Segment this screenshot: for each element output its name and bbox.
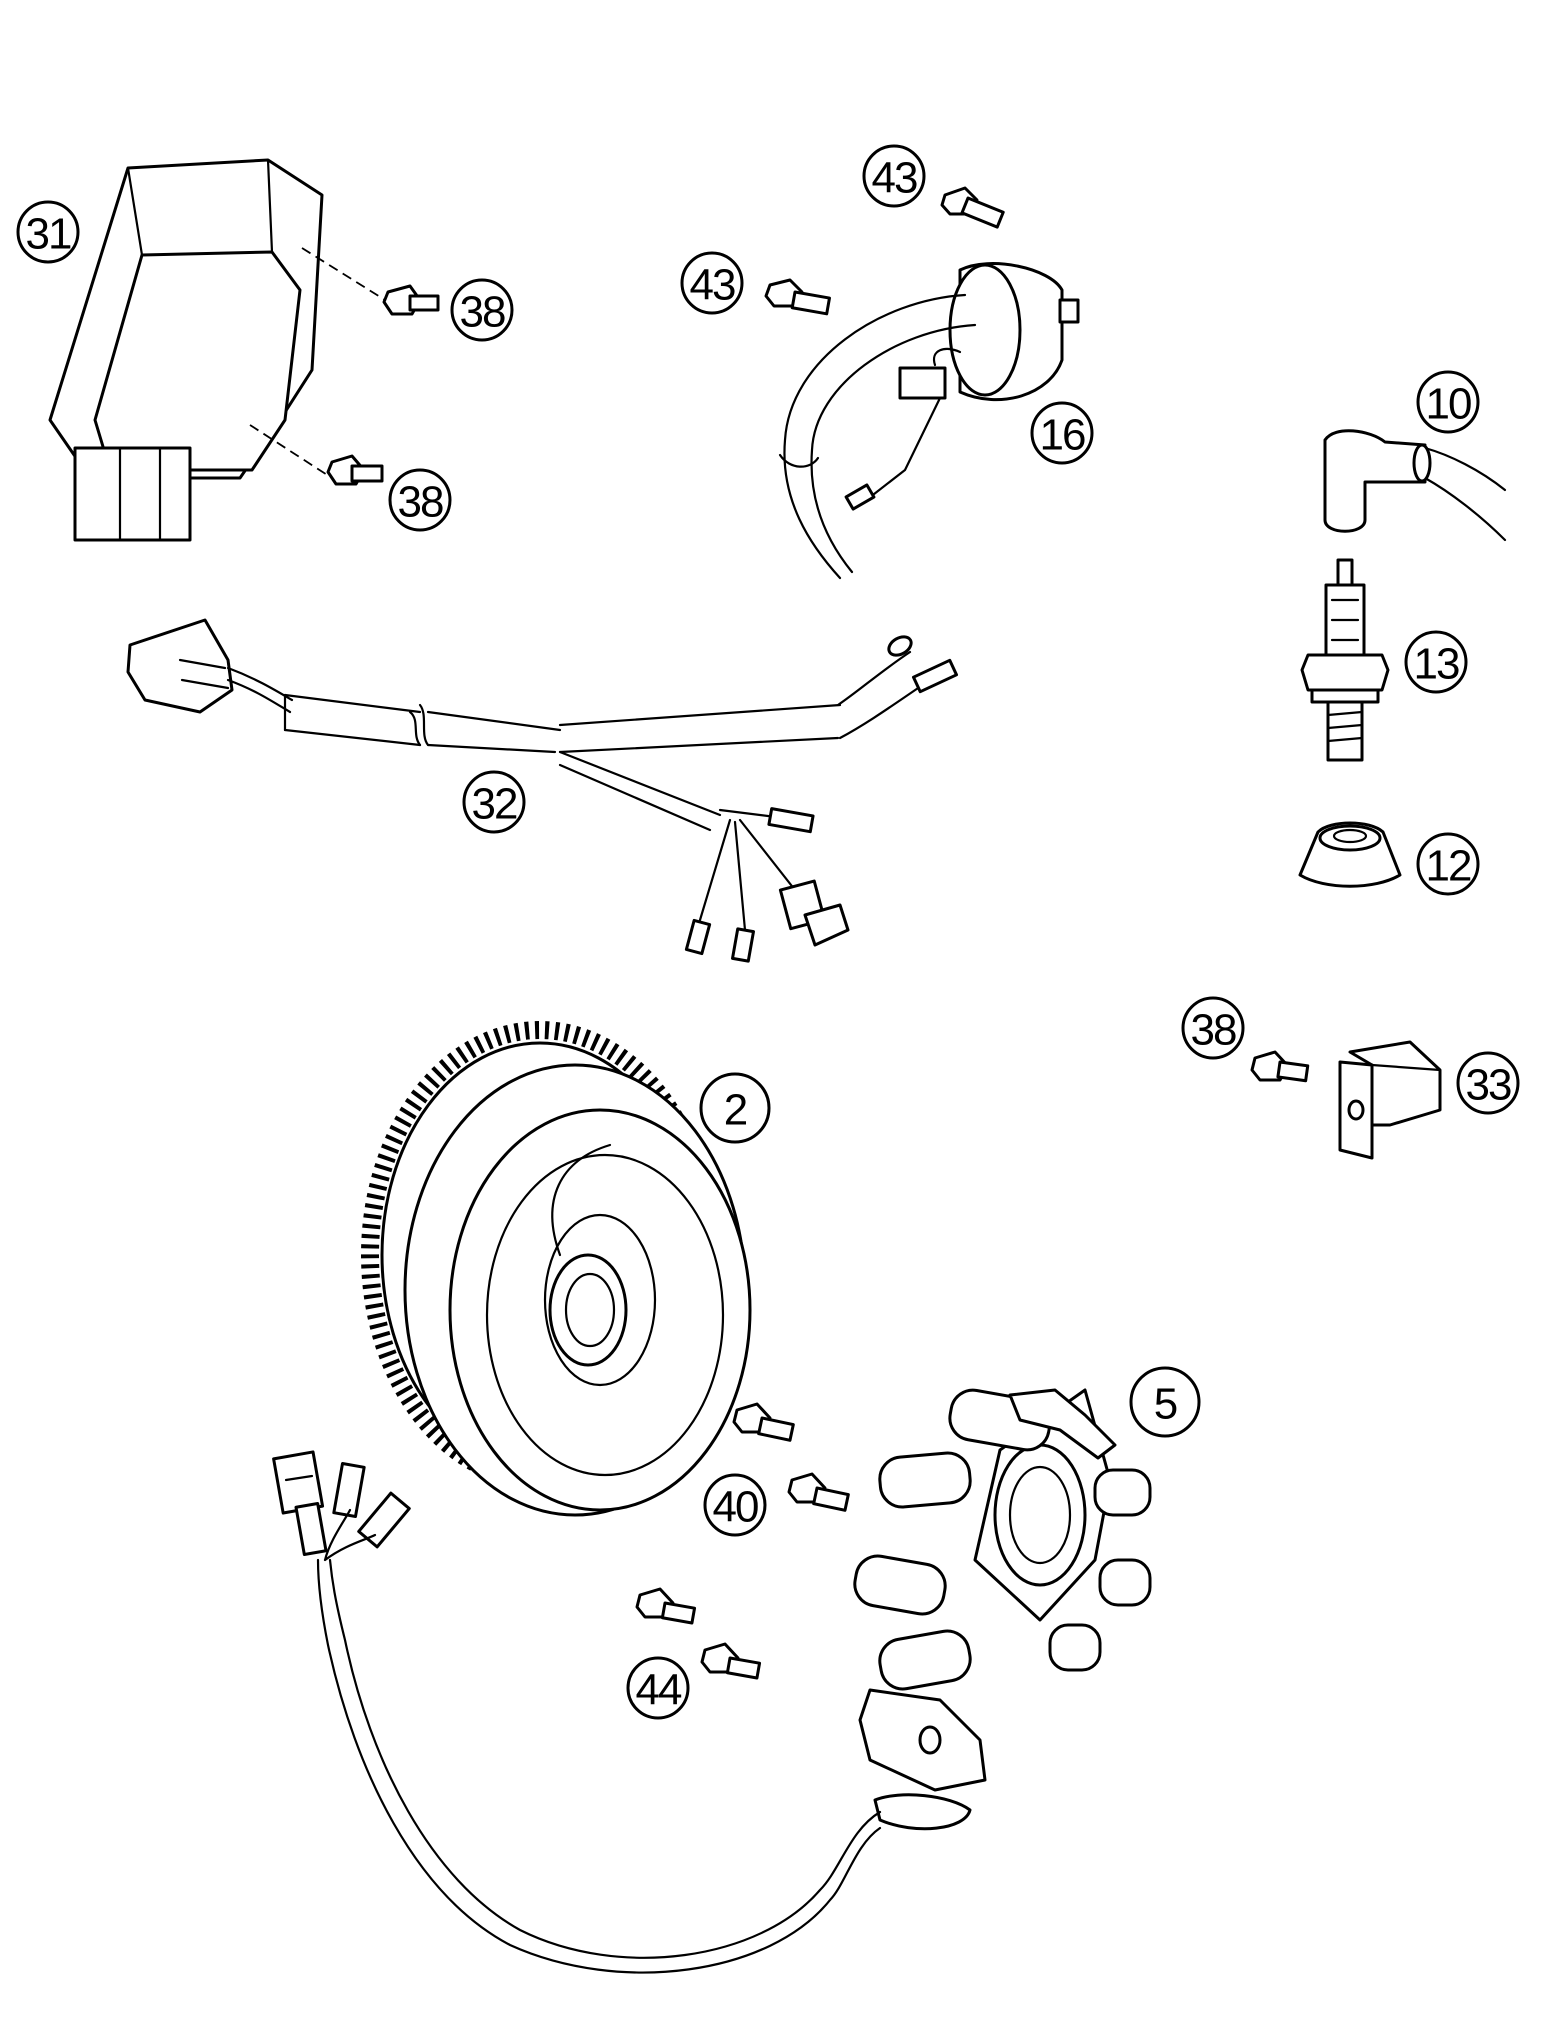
svg-text:5: 5: [1154, 1380, 1177, 1429]
bolt-40-upper: [732, 1402, 795, 1442]
callout-38-lower: 38: [388, 468, 452, 532]
callout-31: 31: [16, 200, 80, 264]
svg-text:12: 12: [1426, 842, 1471, 891]
bolt-38-right: [1250, 1050, 1310, 1083]
callout-43-lower: 43: [680, 251, 744, 315]
svg-text:33: 33: [1466, 1061, 1511, 1110]
callout-10: 10: [1416, 370, 1480, 434]
callout-32: 32: [462, 770, 526, 834]
svg-text:44: 44: [636, 1666, 682, 1715]
svg-text:38: 38: [398, 478, 443, 527]
bolt-40-lower: [787, 1472, 850, 1512]
callout-33: 33: [1456, 1051, 1520, 1115]
svg-text:38: 38: [460, 288, 505, 337]
svg-text:40: 40: [713, 1483, 758, 1532]
part-16-ignition-coil: [778, 262, 1080, 580]
callout-43-upper: 43: [862, 144, 926, 208]
bolt-43-lower: [764, 278, 831, 316]
svg-text:38: 38: [1191, 1006, 1236, 1055]
callout-2: 2: [699, 1072, 771, 1144]
bolt-44-lower: [700, 1642, 762, 1680]
part-2-flywheel-rotor: [361, 1021, 752, 1517]
part-5-stator: [853, 1388, 1152, 1831]
callout-12: 12: [1416, 832, 1480, 896]
svg-text:43: 43: [690, 261, 735, 310]
part-32-wiring-harness: [126, 618, 959, 963]
part-10-spark-plug-cap: [1323, 429, 1507, 542]
part-12-rubber-seal: [1298, 821, 1402, 888]
callout-13: 13: [1404, 630, 1468, 694]
bolt-43-upper: [940, 186, 1005, 229]
callout-40: 40: [703, 1473, 767, 1537]
svg-text:2: 2: [724, 1086, 747, 1135]
stator-cable: [272, 1450, 882, 1974]
svg-text:10: 10: [1426, 380, 1471, 429]
svg-text:31: 31: [26, 210, 71, 259]
callout-44: 44: [626, 1656, 690, 1720]
bolt-44-upper: [635, 1587, 697, 1625]
callout-38-right: 38: [1181, 996, 1245, 1060]
callout-38-upper: 38: [450, 278, 514, 342]
bolt-38-upper: [382, 284, 440, 316]
bolt-38-lower: [326, 454, 384, 486]
part-31-control-unit: [48, 158, 386, 542]
callout-16: 16: [1030, 401, 1094, 465]
svg-text:43: 43: [872, 154, 917, 203]
svg-text:16: 16: [1040, 411, 1085, 460]
svg-text:32: 32: [472, 780, 517, 829]
svg-text:13: 13: [1414, 640, 1459, 689]
callout-5: 5: [1129, 1366, 1201, 1438]
part-13-spark-plug: [1300, 558, 1390, 762]
part-33-bracket: [1338, 1040, 1442, 1160]
